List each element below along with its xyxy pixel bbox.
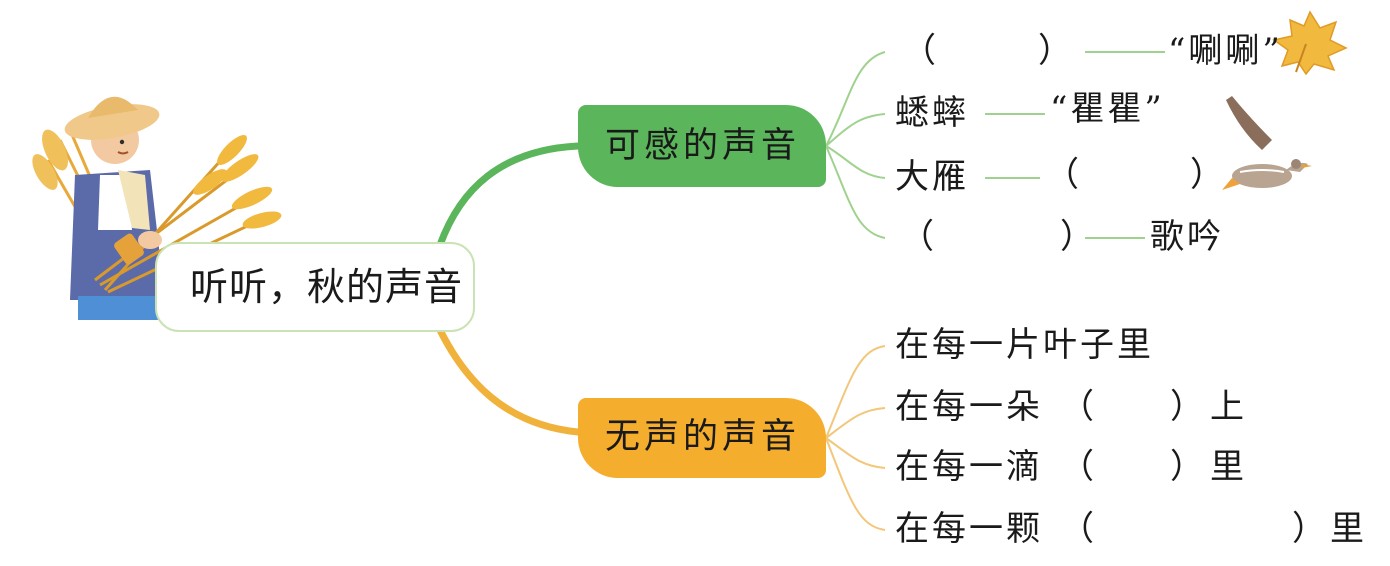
branch-perceptible-label: 可感的声音 <box>605 129 800 164</box>
silent-item2-prefix: 在每一朵 <box>895 390 1043 424</box>
item1-close-paren: ） <box>1038 34 1075 68</box>
silent-item4-suffix: 里 <box>1330 512 1367 546</box>
silent-item2-open-paren: （ <box>1060 390 1097 424</box>
silent-item1-text: 在每一片叶子里 <box>895 328 1154 362</box>
silent-item4-close-paren: ） <box>1292 512 1329 546</box>
silent-item3-prefix: 在每一滴 <box>895 450 1043 484</box>
wild-goose-icon <box>1222 96 1312 190</box>
autumn-leaf-icon <box>1274 12 1346 74</box>
branch-silent-label: 无声的声音 <box>605 420 800 455</box>
silent-fan-lines <box>826 346 885 530</box>
connector-root-to-perceptible <box>440 146 578 245</box>
connector-root-to-silent <box>440 330 578 432</box>
item3-open-paren: （ <box>1045 158 1082 192</box>
item3-subject: 大雁 <box>895 160 969 194</box>
item1-sound-text: “唰唰” <box>1168 34 1283 68</box>
item4-open-paren: （ <box>900 220 937 254</box>
silent-item3-open-paren: （ <box>1060 450 1097 484</box>
item4-sound-text: 歌吟 <box>1150 220 1224 254</box>
silent-item2-suffix: 上 <box>1210 390 1247 424</box>
silent-item2-close-paren: ） <box>1170 390 1207 424</box>
silent-item3-close-paren: ） <box>1170 450 1207 484</box>
item3-close-paren: ） <box>1190 158 1227 192</box>
item2-subject: 蟋蟀 <box>895 96 969 130</box>
silent-item4-prefix: 在每一颗 <box>895 512 1043 546</box>
silent-item4-open-paren: （ <box>1060 512 1097 546</box>
perceptible-fan-lines <box>826 52 885 238</box>
item4-close-paren: ） <box>1060 220 1097 254</box>
root-label: 听听，秋的声音 <box>190 268 463 306</box>
item1-open-paren: （ <box>902 34 939 68</box>
term-dash-lines <box>985 52 1165 238</box>
item2-sound-text: “瞿瞿” <box>1050 92 1165 126</box>
silent-item3-suffix: 里 <box>1210 450 1247 484</box>
